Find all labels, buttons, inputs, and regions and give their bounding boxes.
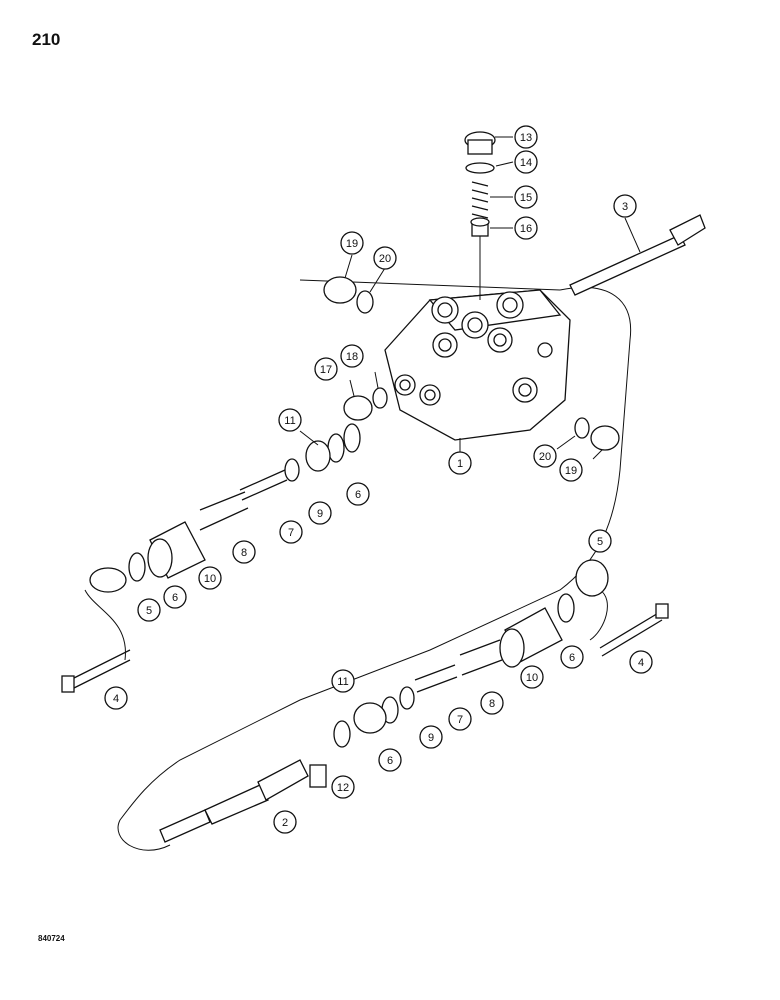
svg-text:11: 11 xyxy=(284,415,295,427)
svg-text:18: 18 xyxy=(346,351,358,363)
left-outline xyxy=(84,589,126,661)
callout-8: 8 xyxy=(480,691,504,715)
svg-text:12: 12 xyxy=(337,782,349,794)
callout-20: 20 xyxy=(373,246,397,270)
svg-text:2: 2 xyxy=(282,817,288,829)
svg-text:19: 19 xyxy=(346,238,358,250)
svg-text:5: 5 xyxy=(597,536,603,548)
svg-text:10: 10 xyxy=(204,573,216,585)
page-number: 210 xyxy=(32,30,61,49)
callout-6: 6 xyxy=(346,482,370,506)
svg-text:5: 5 xyxy=(146,605,152,617)
svg-text:4: 4 xyxy=(113,693,119,705)
svg-text:7: 7 xyxy=(288,527,294,539)
svg-text:14: 14 xyxy=(520,157,532,169)
callout-2: 2 xyxy=(273,810,297,834)
svg-text:9: 9 xyxy=(317,508,323,520)
callout-7: 7 xyxy=(279,520,303,544)
callout-11: 11 xyxy=(278,408,302,432)
callout-18: 18 xyxy=(340,344,364,368)
callout-4: 4 xyxy=(104,686,128,710)
callout-12: 12 xyxy=(331,775,355,799)
callout-13: 13 xyxy=(514,125,538,149)
side-plugs xyxy=(323,276,620,451)
callout-17: 17 xyxy=(314,357,338,381)
callout-19: 19 xyxy=(559,458,583,482)
right-outline xyxy=(589,589,608,641)
svg-text:4: 4 xyxy=(638,657,644,669)
top-plug-stack xyxy=(464,131,496,300)
svg-text:6: 6 xyxy=(172,592,178,604)
svg-text:9: 9 xyxy=(428,732,434,744)
callout-16: 16 xyxy=(514,216,538,240)
left-spring-stack xyxy=(89,423,361,593)
callout-5: 5 xyxy=(137,598,161,622)
svg-text:6: 6 xyxy=(355,489,361,501)
callout-10: 10 xyxy=(198,566,222,590)
spool-lower xyxy=(159,759,327,843)
callout-15: 15 xyxy=(514,185,538,209)
svg-text:13: 13 xyxy=(520,132,532,144)
svg-text:7: 7 xyxy=(457,714,463,726)
callout-6: 6 xyxy=(560,645,584,669)
callout-19: 19 xyxy=(340,231,364,255)
callout-7: 7 xyxy=(448,707,472,731)
svg-text:20: 20 xyxy=(379,253,391,265)
callout-11: 11 xyxy=(331,669,355,693)
callout-9: 9 xyxy=(419,725,443,749)
spool-upper xyxy=(569,214,706,296)
callout-1: 1 xyxy=(448,451,472,475)
callout-5: 5 xyxy=(588,529,612,553)
callout-8: 8 xyxy=(232,540,256,564)
diagram-code: 840724 xyxy=(38,934,65,943)
callout-9: 9 xyxy=(308,501,332,525)
svg-text:8: 8 xyxy=(241,547,247,559)
svg-text:10: 10 xyxy=(526,672,538,684)
callout-6: 6 xyxy=(163,585,187,609)
callout-4: 4 xyxy=(629,650,653,674)
callout-10: 10 xyxy=(520,665,544,689)
callout-14: 14 xyxy=(514,150,538,174)
svg-text:19: 19 xyxy=(565,465,577,477)
svg-text:17: 17 xyxy=(320,364,332,376)
right-spring-stack xyxy=(333,559,609,748)
svg-text:6: 6 xyxy=(387,755,393,767)
svg-text:15: 15 xyxy=(520,192,532,204)
svg-text:8: 8 xyxy=(489,698,495,710)
svg-text:20: 20 xyxy=(539,451,551,463)
svg-text:1: 1 xyxy=(457,458,463,470)
svg-text:6: 6 xyxy=(569,652,575,664)
callout-6: 6 xyxy=(378,748,402,772)
svg-text:11: 11 xyxy=(337,676,348,688)
svg-text:3: 3 xyxy=(622,201,628,213)
svg-text:16: 16 xyxy=(520,223,532,235)
callout-3: 3 xyxy=(613,194,637,218)
bolts xyxy=(61,603,669,693)
callout-20: 20 xyxy=(533,444,557,468)
valve-body xyxy=(384,289,571,441)
